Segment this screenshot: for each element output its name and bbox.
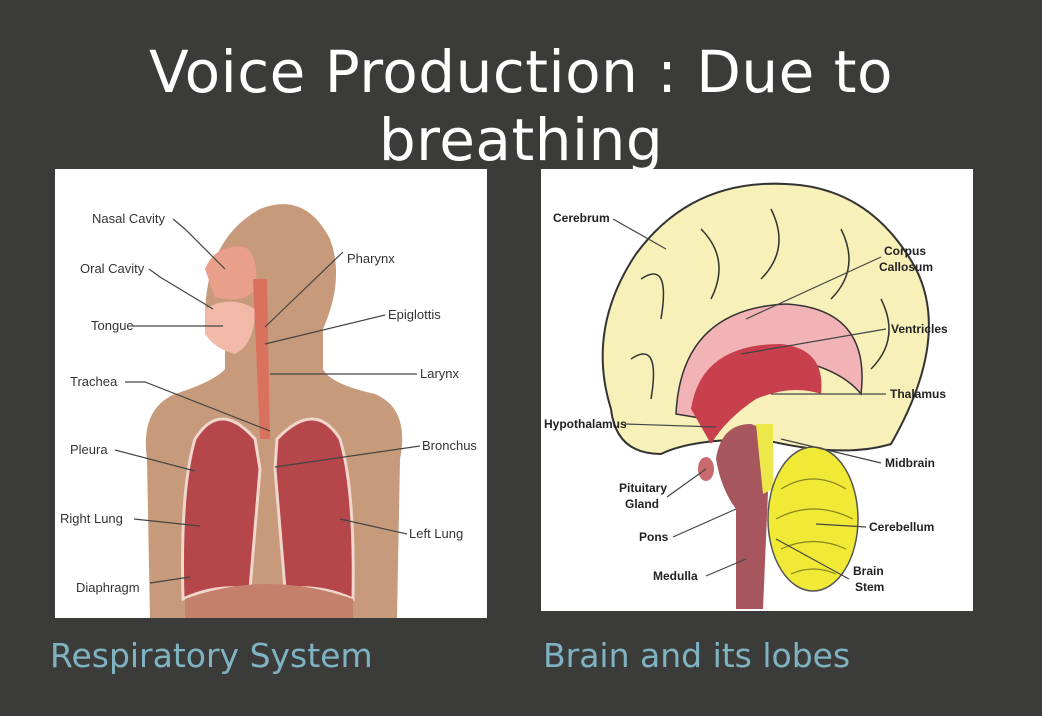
label-gland: Gland — [625, 497, 659, 511]
label-ventricles: Ventricles — [891, 322, 948, 336]
label-pleura: Pleura — [70, 442, 108, 457]
label-pons: Pons — [639, 530, 669, 544]
label-cerebellum: Cerebellum — [869, 520, 934, 534]
nasal-cavity-shape — [205, 246, 257, 300]
label-medulla: Medulla — [653, 569, 698, 583]
label-pharynx: Pharynx — [347, 251, 395, 266]
label-diaphragm: Diaphragm — [76, 580, 140, 595]
tongue-shape — [205, 301, 255, 354]
label-larynx: Larynx — [420, 366, 460, 381]
label-midbrain: Midbrain — [885, 456, 935, 470]
label-bronchus: Bronchus — [422, 438, 477, 453]
label-epiglottis: Epiglottis — [388, 307, 441, 322]
label-stem: Stem — [855, 580, 884, 594]
label-cerebrum: Cerebrum — [553, 211, 610, 225]
label-nasal-cavity: Nasal Cavity — [92, 211, 165, 226]
caption-brain: Brain and its lobes — [543, 636, 851, 675]
diaphragm-shape — [185, 584, 353, 618]
label-callosum: Callosum — [879, 260, 933, 274]
label-hypothalamus: Hypothalamus — [544, 417, 627, 431]
brain-diagram: Cerebrum Corpus Callosum Ventricles Thal… — [541, 169, 973, 611]
label-pituitary: Pituitary — [619, 481, 667, 495]
right-lung-shape — [181, 417, 262, 602]
brain-illustration: Cerebrum Corpus Callosum Ventricles Thal… — [544, 182, 948, 609]
brain-stem-shape — [716, 424, 770, 609]
label-tongue: Tongue — [91, 318, 134, 333]
left-lung-shape — [273, 417, 355, 602]
respiratory-illustration: Nasal Cavity Oral Cavity Tongue Trachea … — [60, 204, 477, 618]
label-brain-word: Brain — [853, 564, 884, 578]
thalamus-shape — [691, 344, 822, 444]
label-oral-cavity: Oral Cavity — [80, 261, 145, 276]
label-corpus: Corpus — [884, 244, 926, 258]
midbrain-shape — [756, 424, 773, 494]
label-thalamus: Thalamus — [890, 387, 946, 401]
caption-respiratory: Respiratory System — [50, 636, 373, 675]
label-right-lung: Right Lung — [60, 511, 123, 526]
respiratory-diagram: Nasal Cavity Oral Cavity Tongue Trachea … — [55, 169, 487, 618]
airway-shape — [253, 279, 270, 439]
label-trachea: Trachea — [70, 374, 118, 389]
slide-title: Voice Production : Due to breathing — [148, 38, 894, 174]
label-left-lung: Left Lung — [409, 526, 463, 541]
